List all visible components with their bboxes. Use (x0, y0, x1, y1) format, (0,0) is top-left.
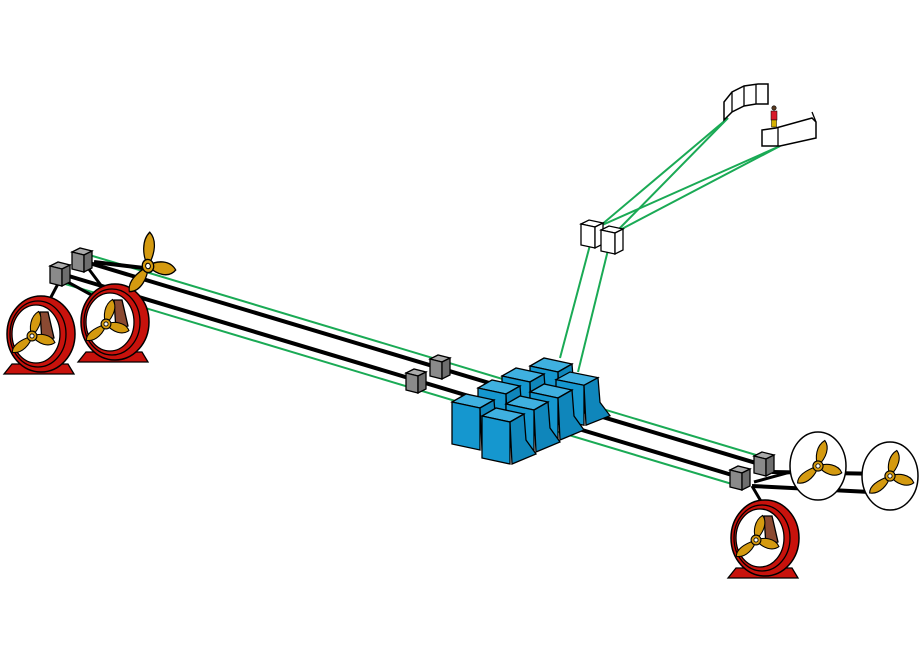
tunnel-thruster-stbd-2[interactable] (861, 441, 919, 511)
console-panel-left[interactable] (723, 83, 769, 122)
generator-set-cluster[interactable] (451, 357, 611, 465)
uplink-io-console-1 (599, 117, 729, 227)
uplink-gen-io1 (559, 244, 591, 359)
remote-io-module-2[interactable] (600, 225, 624, 255)
azimuth-thruster-port-fwd[interactable] (78, 284, 149, 362)
uplink-io-console-3 (599, 145, 781, 227)
tunnel-thruster-stbd-1[interactable] (789, 431, 847, 501)
remote-io-module-1[interactable] (580, 219, 604, 249)
junction-box-stbd-2[interactable] (753, 451, 775, 477)
azimuth-thruster-port-aft[interactable] (4, 296, 75, 374)
uplink-io-console-2 (615, 117, 729, 233)
bridge-console[interactable] (723, 83, 817, 147)
operator (770, 105, 778, 128)
junction-box-mid-1[interactable] (405, 368, 427, 394)
console-panel-right[interactable] (761, 111, 817, 147)
green-bus-starboard (85, 253, 767, 459)
uplink-io-console-4 (615, 145, 781, 233)
green-bus-port (61, 282, 743, 488)
uplink-gen-io2 (577, 249, 609, 373)
junction-box-stbd-1[interactable] (729, 465, 751, 491)
port-link-4 (93, 260, 145, 270)
junction-box-port-1[interactable] (49, 261, 71, 287)
main-bus-starboard (85, 260, 767, 468)
main-bus-port (61, 272, 743, 480)
junction-box-port-2[interactable] (71, 247, 93, 273)
azimuth-thruster-stbd[interactable] (728, 500, 799, 578)
junction-box-mid-2[interactable] (429, 354, 451, 380)
